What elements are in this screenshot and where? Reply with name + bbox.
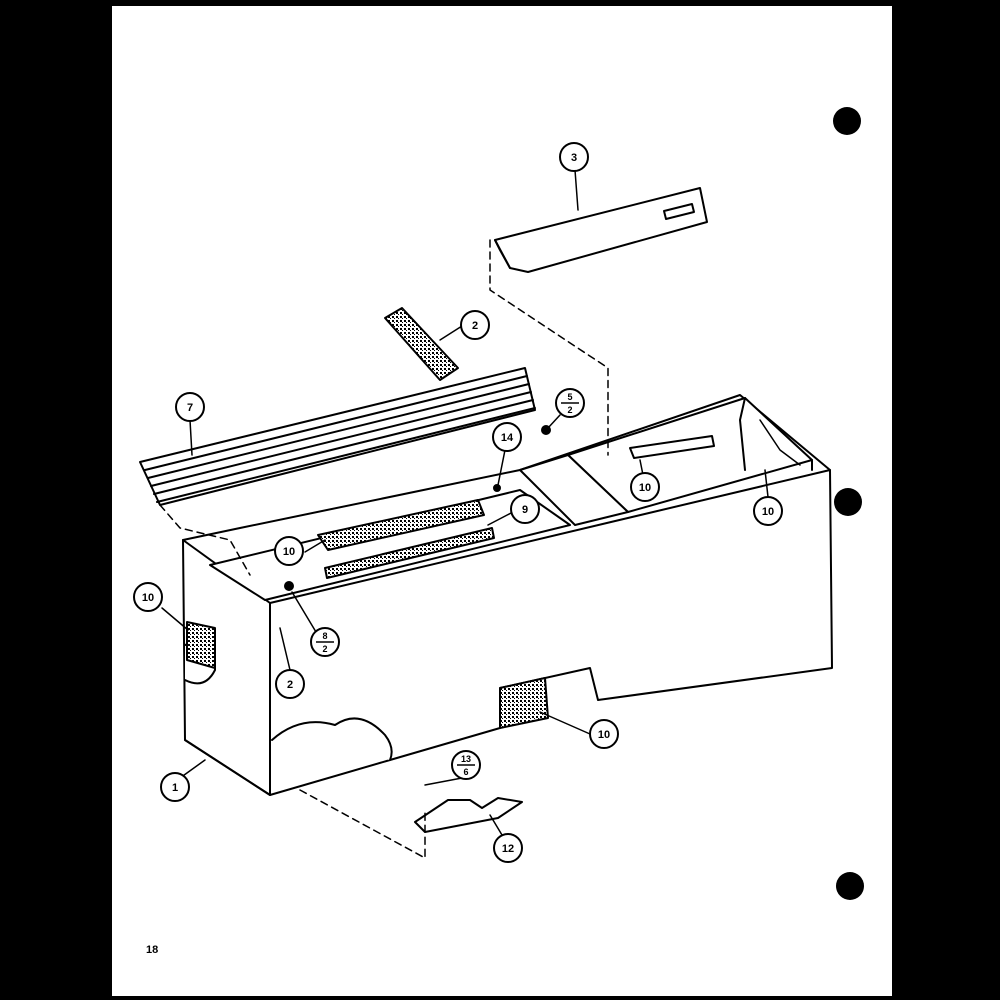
- leader-lines: [161, 169, 769, 841]
- callout-1: 1: [160, 772, 190, 802]
- callout-9-label: 9: [522, 504, 528, 516]
- callout-10d-label: 10: [142, 592, 154, 604]
- callout-10b-label: 10: [762, 506, 774, 518]
- callout-10-right-end: 10: [753, 496, 783, 526]
- callout-12-label: 12: [502, 843, 514, 855]
- callout-3-label: 3: [571, 152, 577, 164]
- binder-hole-middle: [834, 488, 862, 516]
- screw-8: [284, 581, 294, 591]
- callout-8-denominator: 2: [322, 644, 327, 654]
- callout-2-lower-label: 2: [287, 679, 293, 691]
- callout-13-numerator: 13: [461, 754, 471, 764]
- mounting-bracket: [414, 797, 523, 833]
- filter-pad-top-center: [317, 499, 485, 551]
- filter-pad-right-compartment: [629, 435, 715, 459]
- filter-pad-left-end: [186, 621, 216, 669]
- callout-7: 7: [175, 392, 205, 422]
- callout-10e-label: 10: [598, 729, 610, 741]
- callout-5-2: 5 2: [555, 388, 585, 418]
- top-cover: [494, 187, 708, 273]
- callout-14: 14: [492, 422, 522, 452]
- screw-14: [493, 484, 501, 492]
- callout-2-seal-lower: 2: [275, 669, 305, 699]
- binder-hole-bottom: [836, 872, 864, 900]
- callout-5-numerator: 5: [567, 392, 572, 402]
- callout-8-numerator: 8: [322, 631, 327, 641]
- control-rail: [324, 527, 495, 579]
- callout-10-right-compartment: 10: [630, 472, 660, 502]
- seal-strip: [384, 307, 459, 381]
- cabinet-body: [182, 394, 833, 796]
- callout-10c-label: 10: [283, 546, 295, 558]
- callout-10-left-end: 10: [133, 582, 163, 612]
- callout-2-seal: 2: [460, 310, 490, 340]
- callout-10-front: 10: [589, 719, 619, 749]
- callout-13-6: 13 6: [451, 750, 481, 780]
- callout-3: 3: [559, 142, 589, 172]
- callout-10-top-center: 10: [274, 536, 304, 566]
- callout-1-label: 1: [172, 782, 178, 794]
- filter-pad-front: [499, 677, 549, 729]
- callout-10a-label: 10: [639, 482, 651, 494]
- grille: [139, 367, 536, 506]
- callout-8-2: 8 2: [310, 627, 340, 657]
- callout-5-denominator: 2: [567, 405, 572, 415]
- callout-13-denominator: 6: [463, 767, 468, 777]
- assembly-guides: [159, 239, 609, 859]
- callout-2-seal-label: 2: [472, 320, 478, 332]
- callout-7-label: 7: [187, 402, 193, 414]
- callout-14-label: 14: [501, 432, 514, 444]
- callout-12: 12: [493, 833, 523, 863]
- page-number: 18: [146, 944, 159, 956]
- callout-9: 9: [510, 494, 540, 524]
- binder-hole-top: [833, 107, 861, 135]
